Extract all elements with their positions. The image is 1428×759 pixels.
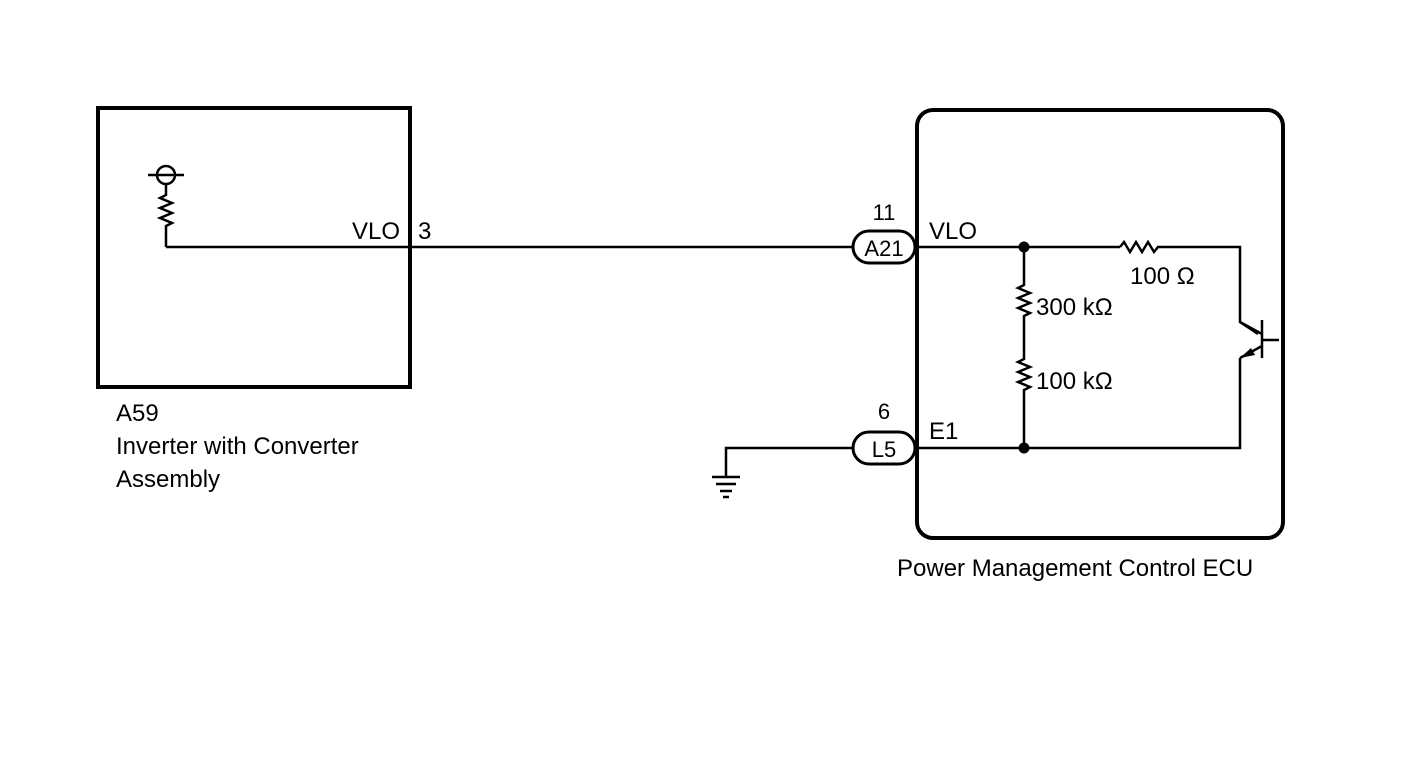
connector-a21-pin: 11	[873, 200, 896, 225]
ground-icon	[712, 475, 740, 499]
connector-l5-label: L5	[872, 437, 896, 462]
inverter-name-line1: Inverter with Converter	[116, 433, 359, 460]
inverter-terminal-pin: 3	[418, 218, 431, 245]
junction-bottom	[1018, 442, 1030, 454]
junction-top	[1018, 241, 1030, 253]
ecu-box	[915, 108, 1285, 540]
connector-l5-pin: 6	[878, 399, 890, 424]
inverter-resistor	[156, 184, 176, 247]
lower-resistor-label: 100 kΩ	[1036, 368, 1113, 395]
inverter-name-line2: Assembly	[116, 466, 220, 493]
ecu-vlo-terminal: VLO	[929, 218, 977, 245]
connector-a21-label: A21	[864, 236, 903, 261]
upper-resistor-label: 300 kΩ	[1036, 294, 1113, 321]
upper-resistor	[1014, 247, 1034, 448]
ground-wire	[724, 446, 853, 476]
series-resistor	[1119, 239, 1259, 336]
inverter-supply-icon	[148, 164, 184, 186]
ecu-name: Power Management Control ECU	[897, 555, 1253, 582]
inverter-terminal-name: VLO	[352, 218, 400, 245]
inverter-code: A59	[116, 400, 159, 427]
transistor-emitter-arrow	[1240, 348, 1255, 358]
ecu-e1-terminal: E1	[929, 418, 958, 445]
transistor-icon	[1239, 320, 1279, 360]
series-resistor-label: 100 Ω	[1130, 263, 1195, 290]
